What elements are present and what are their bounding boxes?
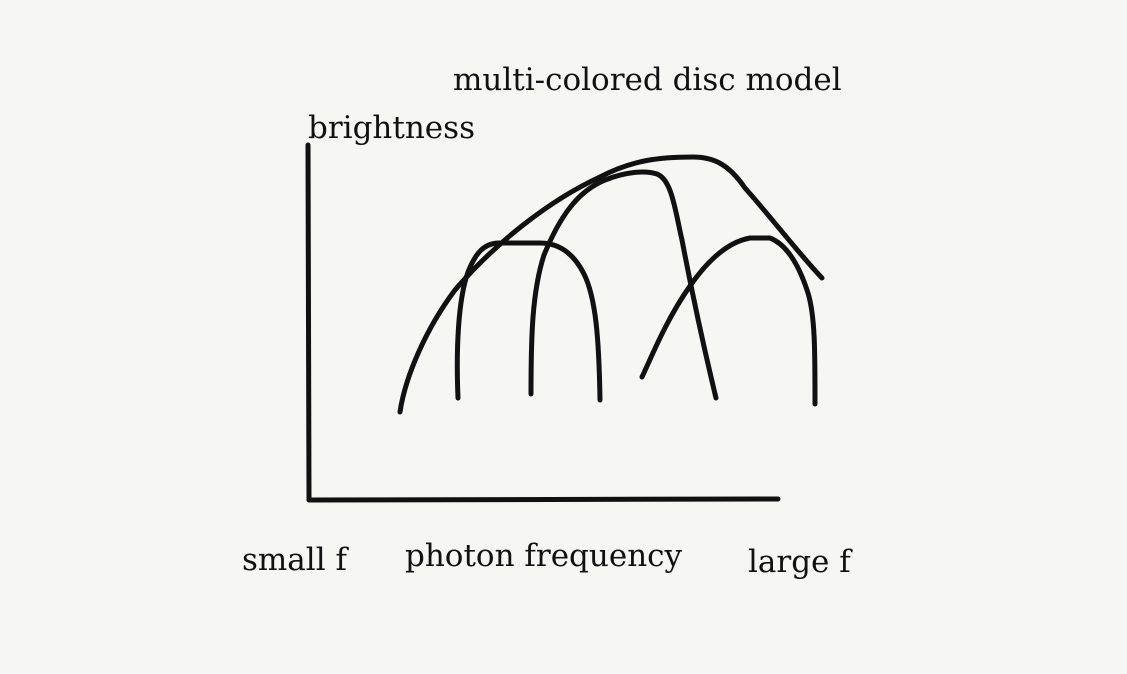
blackbody-curve-1 <box>454 240 603 403</box>
blackbody-curve-3 <box>639 235 818 407</box>
blackbody-curve-2 <box>528 169 719 401</box>
total-spectrum-envelope-curve <box>397 154 825 415</box>
diagram-title: multi-colored disc model <box>453 62 842 98</box>
x-axis-label: photon frequency <box>405 538 683 574</box>
x-axis-right-label: large f <box>748 544 851 580</box>
x-axis-left-label: small f <box>242 542 347 578</box>
y-axis-line <box>305 142 312 503</box>
x-axis-line <box>306 496 781 503</box>
y-axis-label: brightness <box>308 110 475 146</box>
